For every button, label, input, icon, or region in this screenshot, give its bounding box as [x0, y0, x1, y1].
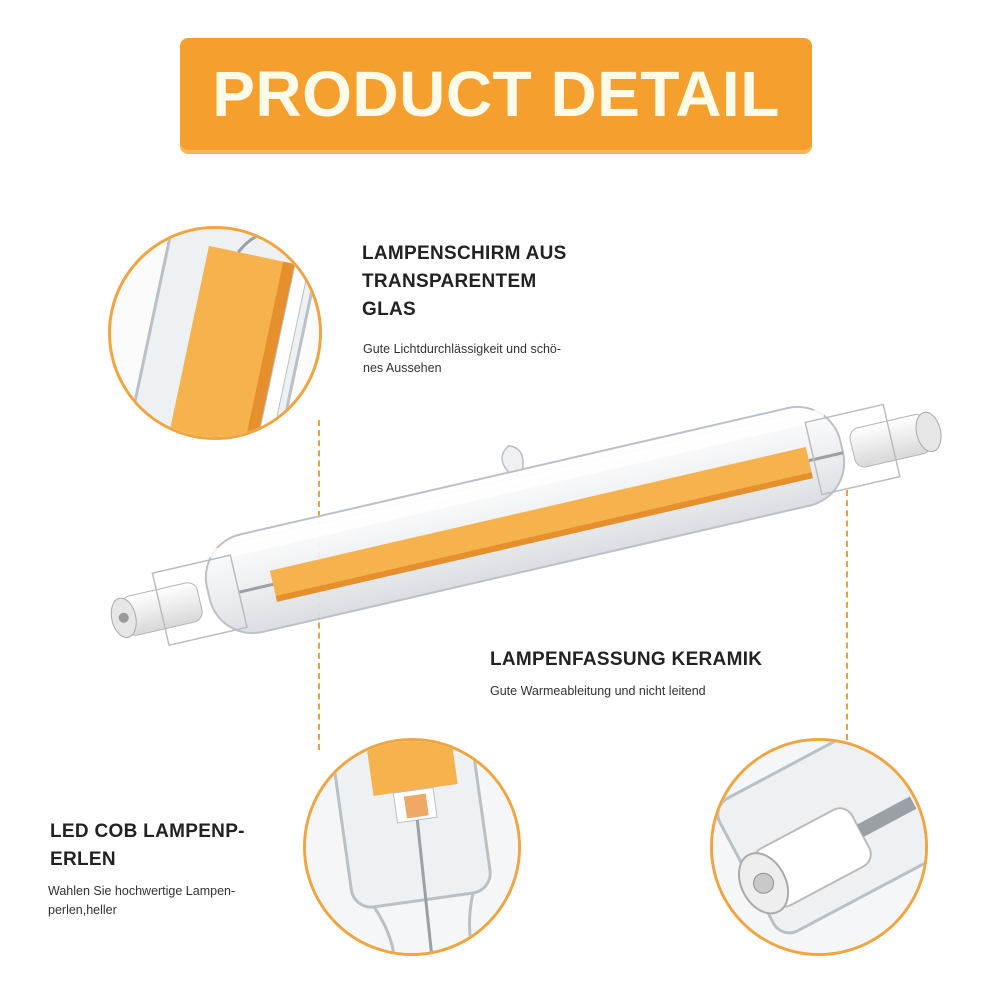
connector-line-right [846, 490, 848, 740]
glass-feature-title: LAMPENSCHIRM AUS TRANSPARENTEM GLAS [362, 240, 567, 324]
glass-desc-line-2: nes Aussehen [363, 361, 442, 375]
ceramic-feature-desc: Gute Warmeableitung und nicht leitend [490, 682, 706, 701]
title-banner: PRODUCT DETAIL [180, 38, 812, 150]
glass-title-line-1: LAMPENSCHIRM AUS [362, 243, 567, 264]
cob-title-line-1: LED COB LAMPENP- [50, 821, 245, 842]
cob-feature-desc: Wahlen Sie hochwertige Lampen- perlen,he… [48, 882, 235, 920]
ceramic-title-line-1: LAMPENFASSUNG KERAMIK [490, 649, 763, 670]
cob-closeup-circle [303, 738, 521, 956]
cob-desc-line-1: Wahlen Sie hochwertige Lampen- [48, 884, 236, 898]
glass-closeup-circle [108, 226, 322, 440]
glass-title-line-3: GLAS [362, 299, 416, 320]
glass-title-line-2: TRANSPARENTEM [362, 271, 537, 292]
ceramic-cap-closeup-icon [713, 741, 925, 953]
glass-desc-line-1: Gute Lichtdurchlässigkeit und schö- [363, 342, 562, 356]
ceramic-feature-title: LAMPENFASSUNG KERAMIK [490, 646, 762, 674]
banner-title: PRODUCT DETAIL [212, 58, 780, 130]
glass-closeup-icon [122, 229, 319, 437]
cob-closeup-icon [306, 741, 518, 953]
glass-feature-desc: Gute Lichtdurchlässigkeit und schö- nes … [363, 340, 561, 378]
cob-title-line-2: ERLEN [50, 849, 116, 870]
cob-feature-title: LED COB LAMPENP- ERLEN [50, 818, 245, 874]
cob-desc-line-2: perlen,heller [48, 903, 117, 917]
ceramic-cap-closeup-circle [710, 738, 928, 956]
ceramic-desc-line-1: Gute Warmeableitung und nicht leitend [490, 684, 706, 698]
